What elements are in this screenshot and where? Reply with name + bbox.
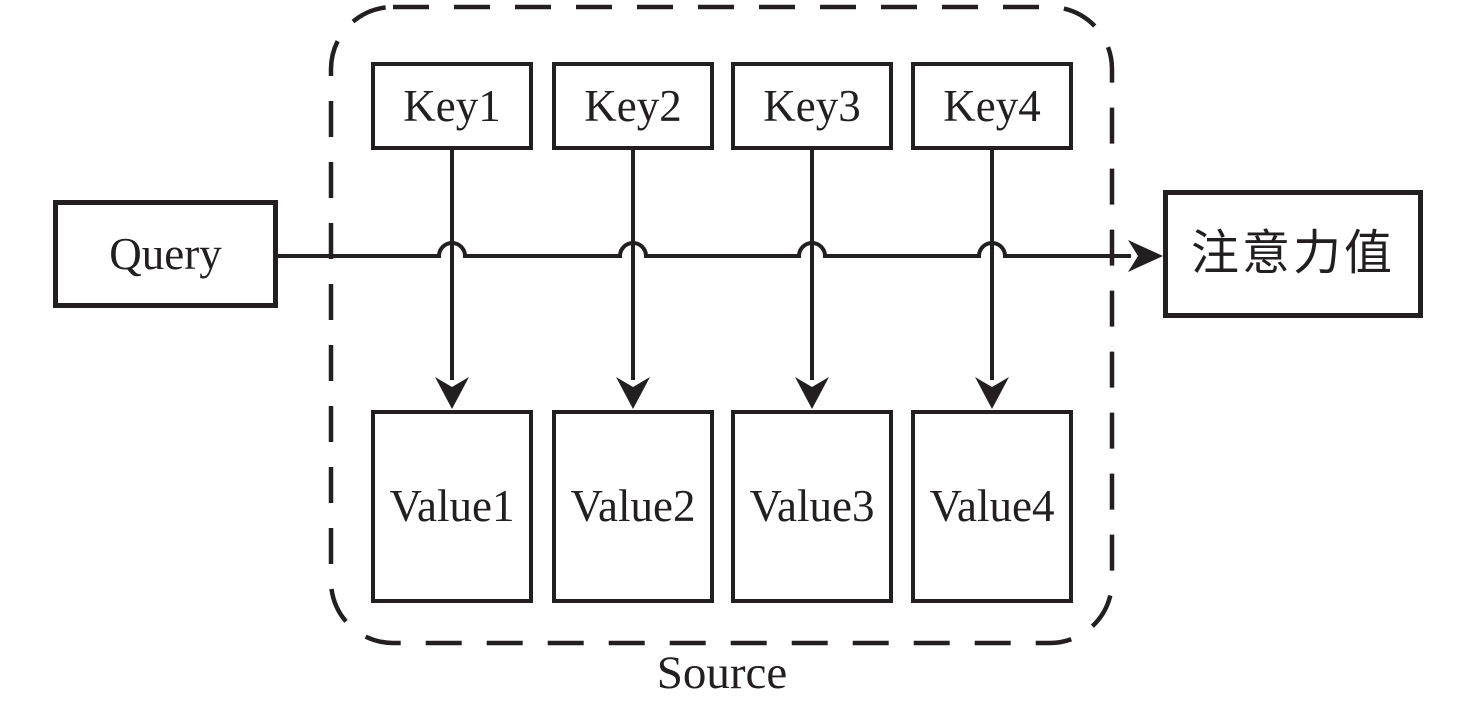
query-box: Query — [53, 200, 278, 308]
key4-box: Key4 — [911, 62, 1073, 150]
down-arrowhead-3 — [795, 377, 829, 409]
key2-box: Key2 — [552, 62, 714, 150]
key4-label: Key4 — [943, 80, 1041, 131]
query-to-output-line — [278, 241, 1131, 258]
down-arrowhead-1 — [435, 377, 469, 409]
value1-label: Value1 — [389, 481, 515, 531]
attention-value-box: 注意力值 — [1163, 190, 1423, 318]
value2-label: Value2 — [570, 481, 696, 531]
key1-label: Key1 — [403, 80, 501, 131]
value2-box: Value2 — [552, 410, 714, 603]
key2-label: Key2 — [584, 80, 682, 131]
value3-box: Value3 — [731, 410, 893, 603]
source-container-outline — [328, 4, 1115, 646]
query-label: Query — [109, 228, 222, 279]
key3-box: Key3 — [731, 62, 893, 150]
down-arrowhead-4 — [975, 377, 1009, 409]
down-arrowhead-2 — [616, 377, 650, 409]
attention-value-label: 注意力值 — [1190, 227, 1395, 280]
right-arrowhead — [1128, 240, 1163, 272]
key3-label: Key3 — [763, 80, 861, 131]
value1-box: Value1 — [371, 410, 533, 603]
value4-label: Value4 — [929, 481, 1055, 531]
key1-box: Key1 — [371, 62, 533, 150]
value3-label: Value3 — [749, 481, 875, 531]
source-caption: Source — [656, 647, 788, 699]
value4-box: Value4 — [911, 410, 1073, 603]
